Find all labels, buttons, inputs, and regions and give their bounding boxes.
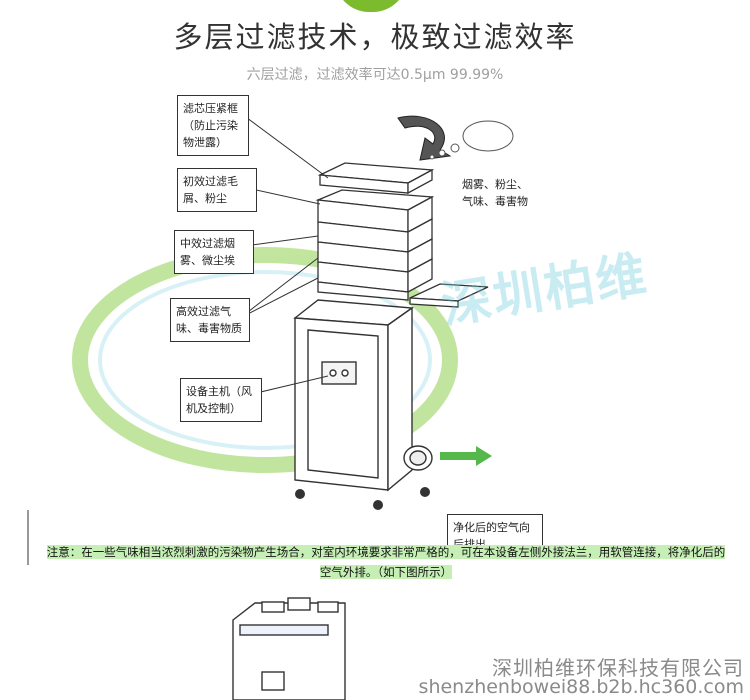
notice-line-1: 注意：在一些气味相当浓烈刺激的污染物产生场合，对室内环境要求非常严格的，可在本设… <box>46 545 726 559</box>
cabinet-wheels <box>295 487 430 510</box>
callout-main-unit: 设备主机（风机及控制） <box>180 378 262 422</box>
callout-high-efficiency-filter: 高效过滤气味、毒害物质 <box>170 298 250 342</box>
watermark-logo <box>72 247 458 473</box>
callout-primary-filter: 初效过滤毛屑、粉尘 <box>177 168 257 212</box>
callout-compression-frame: 滤芯压紧框（防止污染物泄露） <box>177 95 249 156</box>
callout-medium-filter: 中效过滤烟雾、微尘埃 <box>174 230 254 274</box>
notice-text: 注意：在一些气味相当浓烈刺激的污染物产生场合，对室内环境要求非常严格的，可在本设… <box>30 542 742 582</box>
external-duct-machine <box>232 597 346 700</box>
filter-stack <box>315 162 435 301</box>
intake-arrow-icon <box>397 115 452 161</box>
footer-company: 深圳柏维环保科技有限公司 <box>492 656 744 680</box>
smoke-cloud-icon <box>429 120 514 160</box>
page-subtitle: 六层过滤，过滤效率可达0.5μm 99.99% <box>246 67 504 83</box>
page-title: 多层过滤技术，极致过滤效率 <box>173 20 577 54</box>
notice-line-2: 空气外排。（如下图所示） <box>319 565 453 579</box>
smoke-label: 烟雾、粉尘、气味、毒害物 <box>462 178 528 208</box>
outlet-arrow-icon <box>440 446 492 466</box>
footer-url: shenzhenbowei88.b2b.hc360.com <box>418 676 744 698</box>
leader-lines <box>238 111 329 396</box>
side-tray <box>409 283 489 308</box>
main-cabinet <box>293 299 433 492</box>
